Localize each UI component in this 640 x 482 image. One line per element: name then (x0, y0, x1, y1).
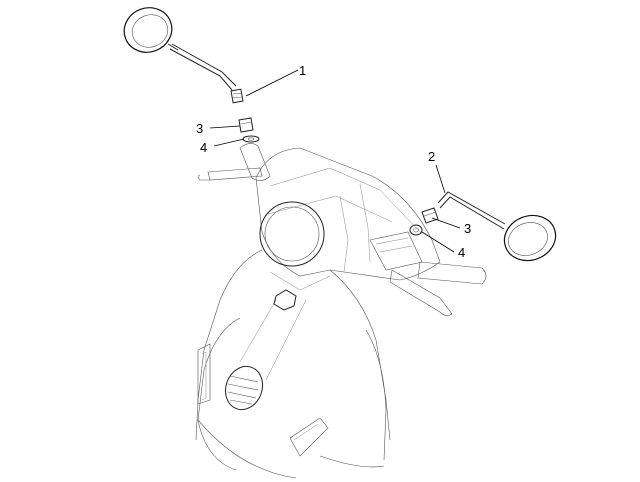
callout-4-left: 4 (200, 140, 207, 155)
callout-3-left: 3 (196, 121, 203, 136)
callout-4-right: 4 (458, 245, 465, 260)
right-mirror (437, 191, 557, 262)
right-mirror-adapter (421, 207, 439, 224)
callout-2: 2 (428, 149, 435, 164)
callout-3-right: 3 (464, 221, 471, 236)
right-washer (409, 224, 423, 236)
callout-1: 1 (299, 63, 306, 78)
left-washer (242, 135, 260, 143)
left-mirror-adapter (238, 117, 254, 133)
scooter-front-outline (195, 143, 487, 479)
leader-lines (209, 69, 461, 253)
left-mirror (123, 7, 244, 104)
